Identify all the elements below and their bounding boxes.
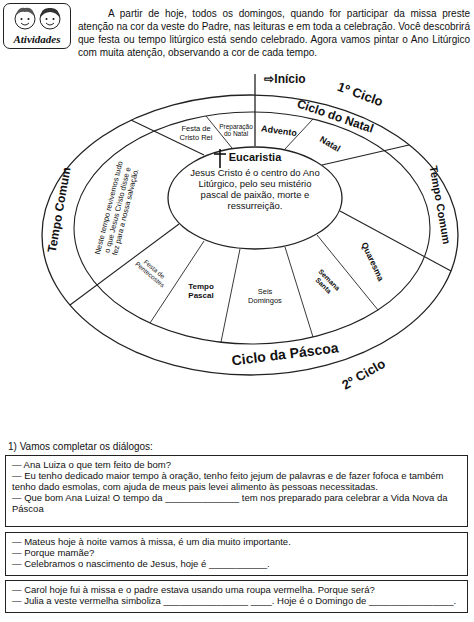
child-eye <box>53 18 55 20</box>
dialogue-line: — Que bom Ana Luiza! O tempo da ________… <box>12 492 461 514</box>
child-eye <box>21 18 23 20</box>
child-face <box>15 9 35 29</box>
season-name: Tempo Pascal <box>178 282 224 300</box>
outer-ring <box>42 95 458 375</box>
season-name: Advento <box>256 123 303 140</box>
middle-ring <box>74 112 430 344</box>
child-hair <box>15 8 35 17</box>
cycle-divider <box>340 211 451 271</box>
intro-paragraph: A partir de hoje, todos os domingos, qua… <box>78 7 470 59</box>
season-name: Quaresma <box>355 233 389 292</box>
center-text: Jesus Cristo é o centro do Ano Litúrgico… <box>167 163 343 211</box>
center-ellipse-outline <box>168 147 342 249</box>
question-text: 1) Vamos completar os diálogos: <box>8 441 308 453</box>
dialogue-line: — Celebramos o nascimento de Jesus, hoje… <box>12 558 461 569</box>
season-name: Semana Santa <box>304 261 348 305</box>
dialogue-box: — Ana Luiza o que tem feito de bom?— Eu … <box>5 455 468 527</box>
season-divider <box>285 247 313 337</box>
dialogue-line: — Mateus hoje à noite vamos à missa, é u… <box>12 536 461 547</box>
dialogue-line: — Julia a veste vermelha simboliza _____… <box>12 595 461 606</box>
child-smile <box>46 23 54 25</box>
dialogue-box: — Mateus hoje à noite vamos à missa, é u… <box>5 532 468 576</box>
season-name: Natal <box>312 131 348 158</box>
cycle-number: 2º Ciclo <box>326 349 403 402</box>
start-marker: ⇨Início <box>253 73 317 87</box>
season-divider <box>221 249 240 342</box>
activity-badge: Atividades <box>3 3 71 49</box>
center-title: Eucaristia <box>167 146 343 163</box>
child-hair <box>40 8 60 18</box>
feast-name: Festa de Cristo Rei <box>179 125 213 142</box>
feast-name: Festa de Pentecostes <box>132 253 172 290</box>
child-face <box>40 9 60 29</box>
season-note: Seis Domingos <box>245 288 285 305</box>
center-circle: EucaristiaJesus Cristo é o centro do Ano… <box>167 146 343 250</box>
season-name: Tempo Comum <box>43 150 77 271</box>
start-line <box>254 74 255 146</box>
child-eye <box>28 18 30 20</box>
dialogue-line: — Ana Luiza o que tem feito de bom? <box>12 459 461 470</box>
dialogue-line: — Eu tenho dedicado maior tempo à oração… <box>12 470 461 492</box>
season-note: Neste tempo revivemos tudo o que Jesus C… <box>93 158 142 261</box>
child-eye <box>46 18 48 20</box>
badge-title: Atividades <box>4 33 70 45</box>
dialogue-box: — Carol hoje fui à missa e o padre estav… <box>5 580 468 613</box>
season-note: Preparação do Natal <box>218 123 254 138</box>
dialogue-line: — Porque mamãe? <box>12 547 461 558</box>
dialogue-line: — Carol hoje fui à missa e o padre estav… <box>12 584 461 595</box>
child-smile <box>21 23 29 25</box>
